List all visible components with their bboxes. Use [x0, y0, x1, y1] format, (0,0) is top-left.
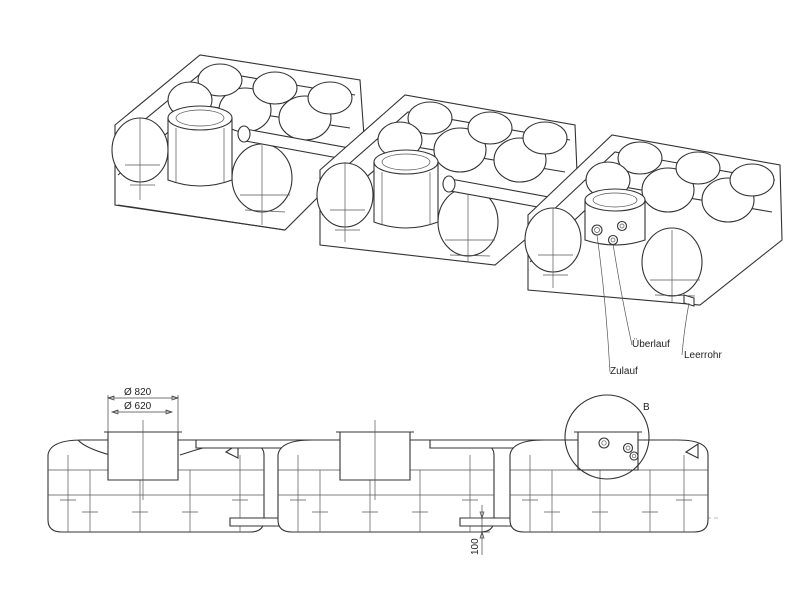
tank-module-1	[111, 54, 366, 231]
height-dimension: 100	[468, 505, 490, 555]
diameter-dimensions: Ø 820 Ø 620	[106, 387, 180, 432]
label-ueberlauf: Überlauf	[632, 338, 670, 350]
dim-outer-diameter: Ø 820	[124, 387, 152, 398]
isometric-view: Zulauf Überlauf Leerrohr	[111, 54, 783, 377]
dim-height: 100	[470, 538, 481, 555]
detail-label-b: B	[643, 402, 650, 413]
elevation-module-2	[277, 420, 495, 533]
tank-module-3	[524, 134, 783, 307]
elevation-module-3	[509, 431, 709, 533]
label-zulauf: Zulauf	[610, 366, 638, 377]
label-leerrohr: Leerrohr	[684, 350, 722, 361]
leader-lines	[596, 234, 690, 373]
dim-inner-diameter: Ø 620	[124, 401, 152, 412]
detail-circle-b	[564, 394, 650, 480]
elevation-module-1	[47, 420, 265, 533]
side-elevation-view: B Ø 820 Ø 620 100	[47, 387, 720, 555]
